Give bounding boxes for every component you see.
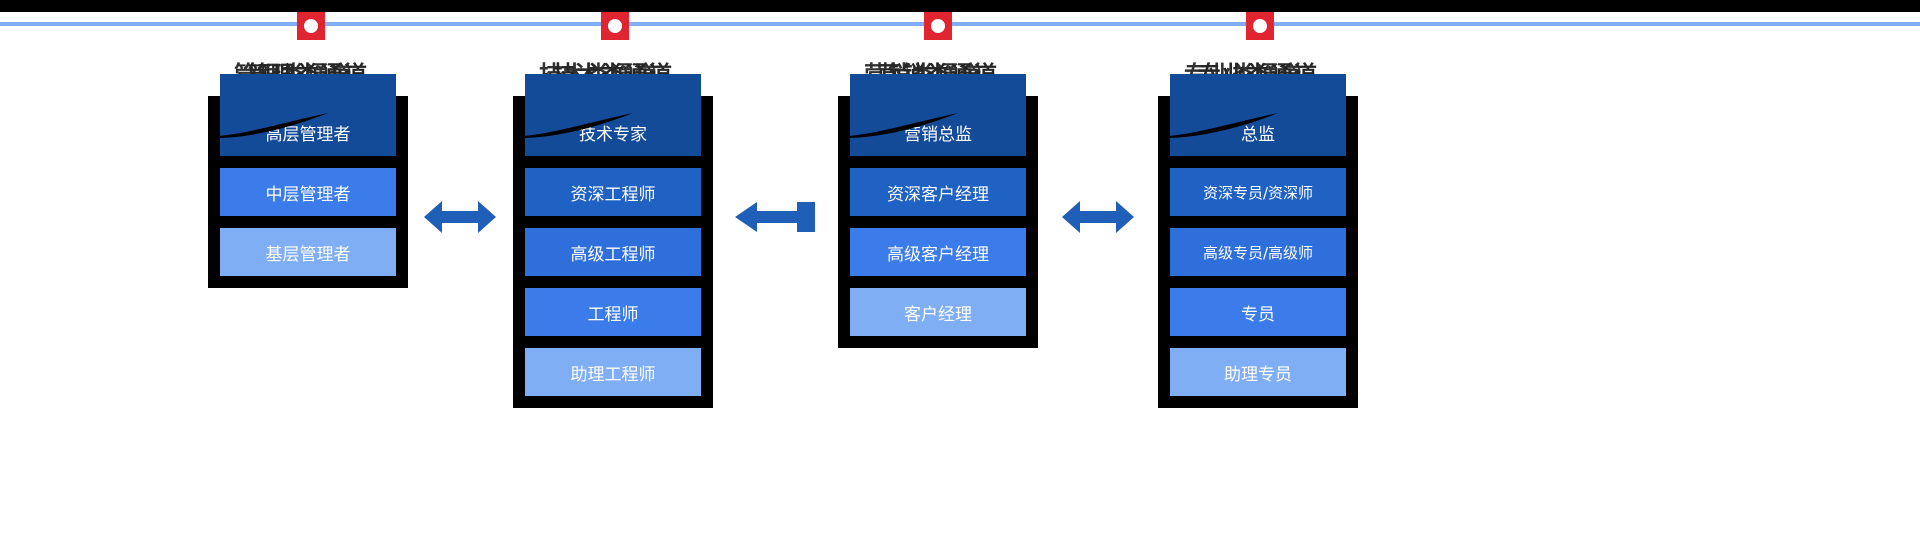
ladder-rung-technical-channel-5[interactable]: 助理工程师 — [525, 348, 701, 396]
column-marketing-channel: 营销类通道营销类通道营销总监资深客户经理高级客户经理客户经理 — [778, 0, 1098, 551]
rung-label: 技术专家 — [579, 124, 647, 145]
ladder-rung-marketing-channel-2[interactable]: 资深客户经理 — [850, 168, 1026, 216]
column-management-channel: 管理类通道管理类通道高层管理者中层管理者基层管理者 — [148, 0, 468, 551]
ladder-rung-technical-channel-4[interactable]: 工程师 — [525, 288, 701, 336]
rung-label: 工程师 — [587, 304, 639, 325]
ladder-rung-professional-channel-4[interactable]: 专员 — [1170, 288, 1346, 336]
rung-label: 高层管理者 — [265, 124, 351, 145]
marker-center-dot — [931, 19, 945, 33]
ladder-top-cap-marketing-channel — [850, 74, 1026, 108]
guide-marker-2[interactable] — [601, 12, 629, 40]
ladder-rung-marketing-channel-3[interactable]: 高级客户经理 — [850, 228, 1026, 276]
ladder-rung-marketing-channel-1[interactable]: 营销总监 — [850, 108, 1026, 156]
ladder-rung-technical-channel-1[interactable]: 技术专家 — [525, 108, 701, 156]
ladder-top-cap-management-channel — [220, 74, 396, 108]
rung-label: 基层管理者 — [265, 244, 351, 265]
ladder-frame-professional-channel: 总监资深专员/资深师高级专员/高级师专员助理专员 — [1158, 74, 1358, 408]
ladder-rung-technical-channel-3[interactable]: 高级工程师 — [525, 228, 701, 276]
top-black-bar — [0, 0, 1920, 12]
rung-label: 资深客户经理 — [887, 184, 989, 205]
ladder-top-cap-professional-channel — [1170, 74, 1346, 108]
marker-center-dot — [1253, 19, 1267, 33]
rung-label: 助理专员 — [1224, 364, 1292, 385]
rung-label: 高级客户经理 — [887, 244, 989, 265]
ladder-rung-professional-channel-2[interactable]: 资深专员/资深师 — [1170, 168, 1346, 216]
ladder-rung-professional-channel-3[interactable]: 高级专员/高级师 — [1170, 228, 1346, 276]
ladder-frame-technical-channel: 技术专家资深工程师高级工程师工程师助理工程师 — [513, 74, 713, 408]
ladder-rung-management-channel-1[interactable]: 高层管理者 — [220, 108, 396, 156]
rung-label: 助理工程师 — [570, 364, 656, 385]
rung-label: 客户经理 — [904, 304, 972, 325]
ladder-rung-management-channel-2[interactable]: 中层管理者 — [220, 168, 396, 216]
connector-marketing-professional — [1062, 194, 1134, 240]
column-technical-channel: 技术类通道技术类通道技术专家资深工程师高级工程师工程师助理工程师 — [453, 0, 773, 551]
ladder-rung-marketing-channel-4[interactable]: 客户经理 — [850, 288, 1026, 336]
ladder-rung-professional-channel-5[interactable]: 助理专员 — [1170, 348, 1346, 396]
guide-marker-3[interactable] — [924, 12, 952, 40]
guide-marker-4[interactable] — [1246, 12, 1274, 40]
ladder-frame-marketing-channel: 营销总监资深客户经理高级客户经理客户经理 — [838, 74, 1038, 348]
ladder-rung-technical-channel-2[interactable]: 资深工程师 — [525, 168, 701, 216]
rung-label: 资深工程师 — [570, 184, 656, 205]
ladder-frame-management-channel: 高层管理者中层管理者基层管理者 — [208, 74, 408, 288]
horizontal-guide-line — [0, 22, 1920, 26]
rung-label: 高级专员/高级师 — [1202, 243, 1314, 262]
ladder-top-cap-technical-channel — [525, 74, 701, 108]
rung-label: 总监 — [1241, 124, 1275, 145]
guide-marker-1[interactable] — [297, 12, 325, 40]
rung-label: 营销总监 — [904, 124, 972, 145]
ladder-rung-professional-channel-1[interactable]: 总监 — [1170, 108, 1346, 156]
marker-center-dot — [608, 19, 622, 33]
connector-technical-marketing — [735, 194, 815, 240]
rung-label: 高级工程师 — [570, 244, 656, 265]
rung-label: 中层管理者 — [265, 184, 351, 205]
ladder-rung-management-channel-3[interactable]: 基层管理者 — [220, 228, 396, 276]
marker-center-dot — [304, 19, 318, 33]
connector-management-technical — [424, 194, 496, 240]
rung-label: 资深专员/资深师 — [1202, 183, 1314, 202]
rung-label: 专员 — [1241, 304, 1275, 325]
